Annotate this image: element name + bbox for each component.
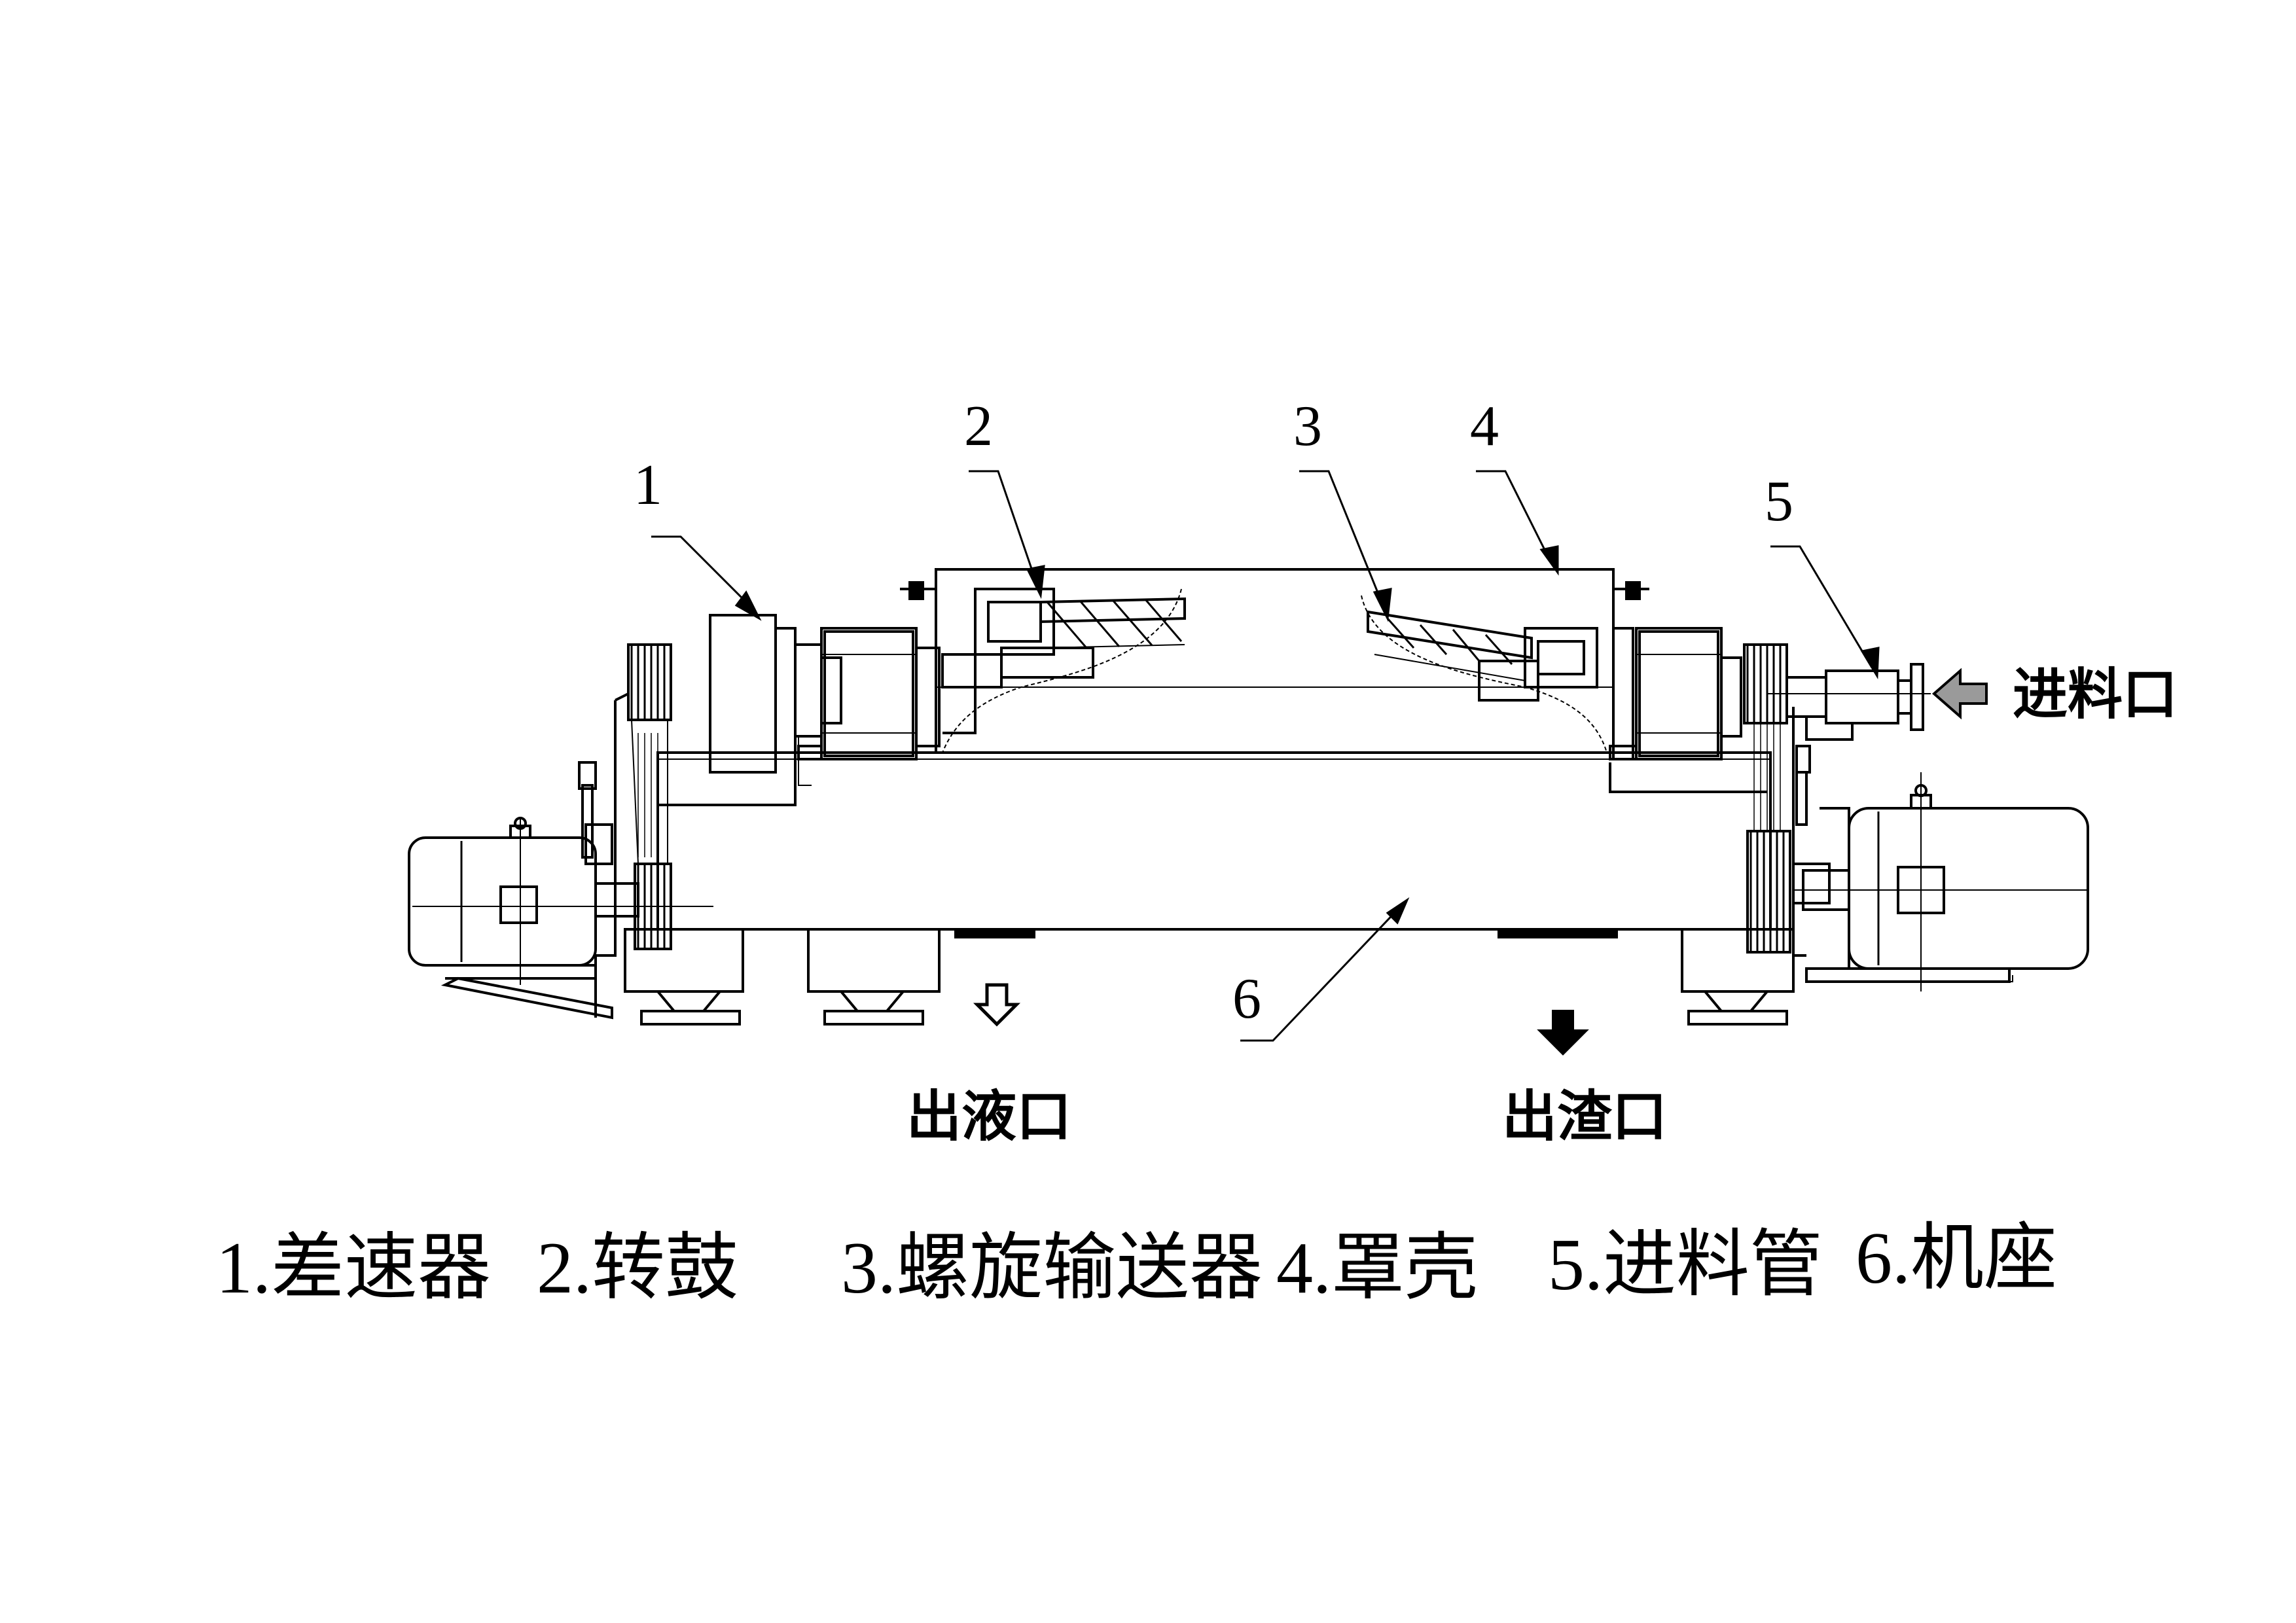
legend-item-screw-conveyor: 3.螺旋输送器	[841, 1228, 1263, 1309]
port-labels: 进料口 出液口 出渣口	[906, 662, 2178, 1149]
flow-arrows	[973, 668, 1988, 1056]
leader-4	[1476, 470, 1552, 563]
base-frame	[622, 751, 1795, 1026]
differential	[658, 614, 941, 806]
leader-3-arrow	[1372, 588, 1392, 622]
screw-conveyor	[1039, 597, 1533, 688]
liquid-outlet-label: 出液口	[906, 1084, 1071, 1149]
leader-4-arrow	[1539, 545, 1559, 576]
legend-item-bowl: 2.转鼓	[537, 1228, 738, 1309]
feed-inlet-arrow-icon	[1931, 668, 1988, 720]
leader-1-arrow	[734, 590, 762, 621]
leader-3	[1299, 470, 1386, 609]
left-motor	[408, 817, 707, 1020]
legend-item-differential: 1.差速器	[216, 1228, 491, 1309]
legend-item-casing: 4.罩壳	[1276, 1228, 1478, 1309]
leader-6-arrow	[1386, 897, 1410, 925]
machine-drawing	[408, 568, 2089, 1026]
leader-1	[651, 535, 754, 610]
slag-outlet-arrow-icon	[1537, 1010, 1589, 1056]
leader-lines	[651, 470, 1880, 1042]
leader-6	[1240, 905, 1402, 1042]
foot-pad-2	[823, 990, 924, 1026]
liquid-outlet-arrow-icon	[973, 983, 1021, 1027]
legend-item-feed-pipe: 5.进料管	[1548, 1224, 1823, 1306]
right-motor	[1793, 772, 2089, 991]
leader-5	[1770, 545, 1873, 668]
callout-1: 1	[634, 454, 662, 517]
feed-inlet-label: 进料口	[2013, 662, 2178, 726]
leader-2	[969, 470, 1039, 586]
leader-5-arrow	[1860, 647, 1880, 679]
bowl-cutaway	[941, 588, 1607, 753]
feed-pipe	[1767, 663, 1931, 741]
callout-2: 2	[964, 395, 993, 458]
foot-pad-1	[640, 990, 741, 1026]
callout-5: 5	[1765, 470, 1793, 533]
foot-pad-3	[1687, 990, 1788, 1026]
legend: 1.差速器 2.转鼓 3.螺旋输送器 4.罩壳 5.进料管 6.机座	[216, 1218, 2057, 1309]
callout-4: 4	[1470, 395, 1499, 458]
legend-item-base: 6.机座	[1856, 1218, 2057, 1299]
callout-numbers: 1 2 3 4 5 6	[634, 395, 1793, 1031]
slag-outlet-label: 出渣口	[1502, 1084, 1667, 1149]
callout-6: 6	[1232, 967, 1261, 1031]
right-bearing	[1609, 627, 1767, 793]
callout-3: 3	[1293, 395, 1322, 458]
leader-2-arrow	[1026, 565, 1045, 599]
